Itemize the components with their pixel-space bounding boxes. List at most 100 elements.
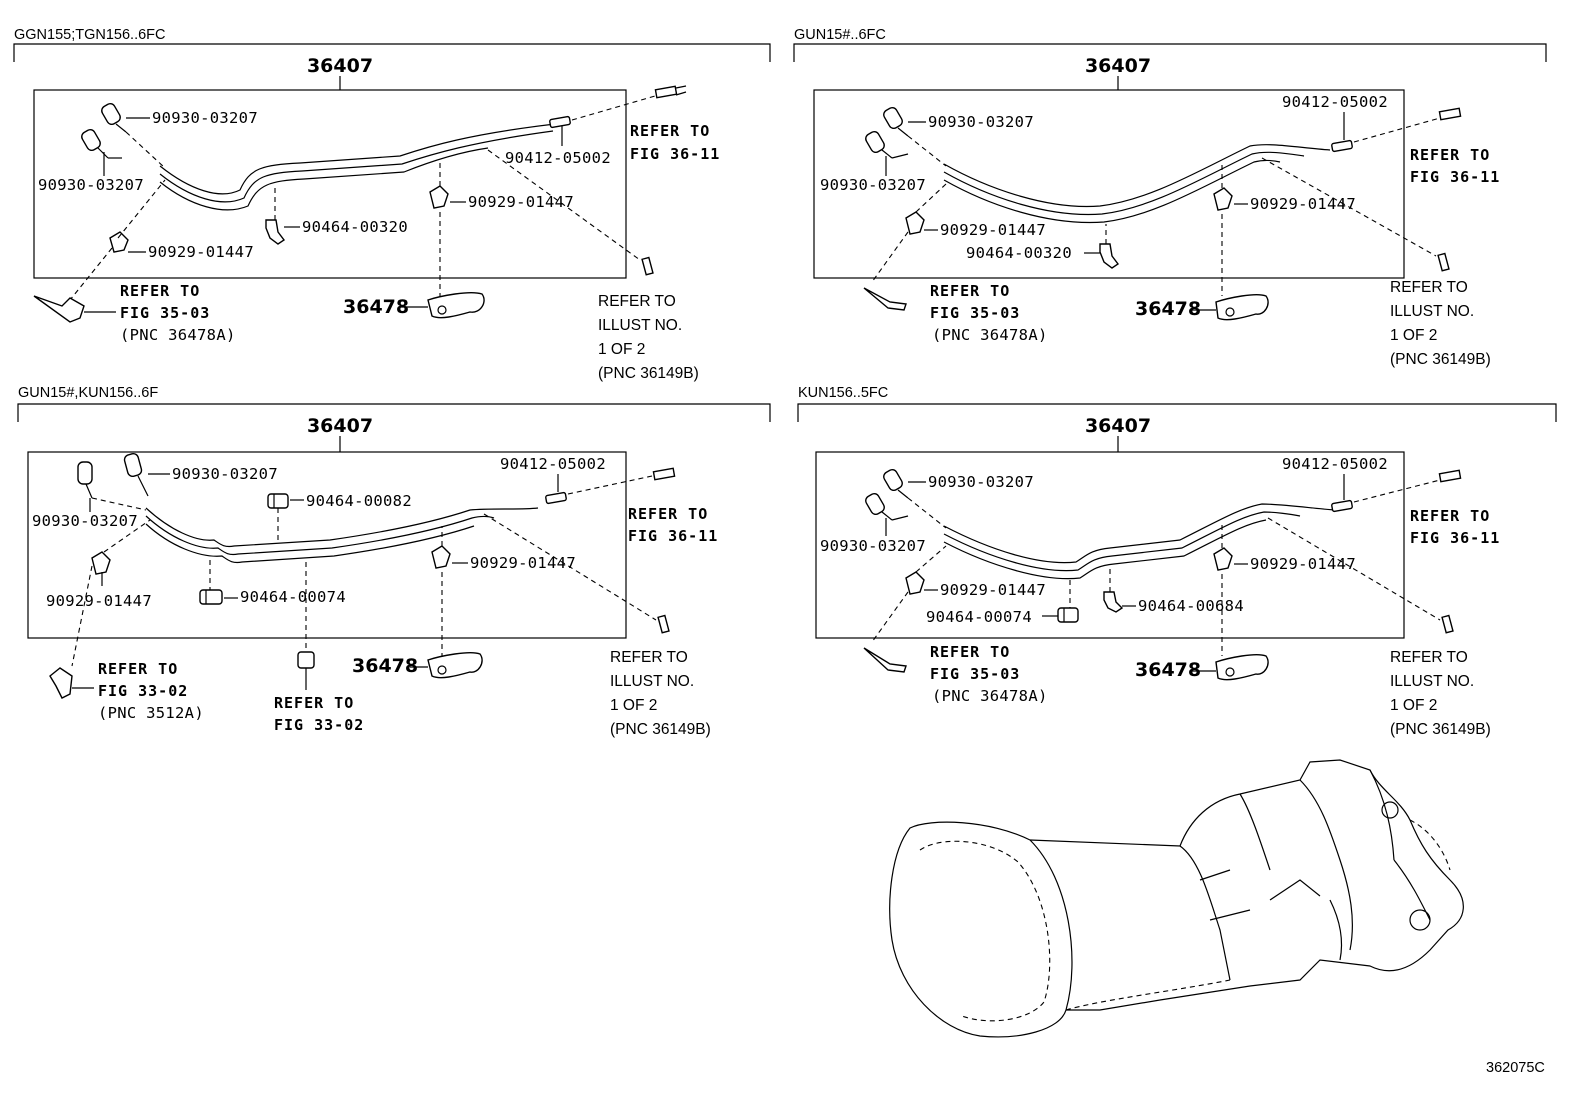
- bracket-icon: [49, 667, 73, 699]
- svg-text:FIG 35-03[interactable]: FIG 35-03: [120, 304, 210, 322]
- refer-fig[interactable]: REFER TO: [1410, 507, 1490, 525]
- part-label[interactable]: 90412-05002: [1282, 455, 1388, 473]
- part-label[interactable]: 90412-05002: [500, 455, 606, 473]
- svg-text:ILLUST NO.[interactable]: ILLUST NO.: [1390, 303, 1474, 320]
- refer-fig[interactable]: REFER TO: [1410, 146, 1490, 164]
- assembly-frame: [813, 89, 1405, 279]
- plug-icon: [1331, 499, 1353, 513]
- speed-sensor-icon: [865, 492, 909, 521]
- model-code: GUN15#,KUN156..6F: [18, 385, 158, 401]
- part-label[interactable]: 90929-01447: [468, 193, 574, 211]
- tube-end-icon: [1438, 469, 1462, 483]
- speed-sensor-icon: [865, 130, 909, 159]
- svg-text:(PNC 36149B): (PNC 36149B): [598, 365, 699, 382]
- protector-number: 36478: [1135, 659, 1201, 681]
- part-label[interactable]: 90412-05002: [1282, 93, 1388, 111]
- svg-text:FIG 33-02[interactable]: FIG 33-02: [98, 682, 188, 700]
- part-label[interactable]: 90930-03207: [172, 465, 278, 483]
- tube-end-icon: [657, 614, 670, 634]
- svg-text:(PNC 36478A): (PNC 36478A): [932, 326, 1048, 344]
- part-label[interactable]: 90464-00074: [926, 608, 1032, 626]
- protector-icon: [427, 291, 485, 319]
- refer-fig[interactable]: REFER TO: [98, 660, 178, 678]
- svg-text:ILLUST NO.[interactable]: ILLUST NO.: [598, 317, 682, 334]
- part-label[interactable]: 90929-01447: [46, 592, 152, 610]
- refer-fig[interactable]: REFER TO: [120, 282, 200, 300]
- refer-illust[interactable]: REFER TO: [598, 293, 676, 310]
- model-code: KUN156..5FC: [798, 385, 888, 401]
- svg-text:FIG 36-11[interactable]: FIG 36-11: [628, 527, 718, 545]
- part-label[interactable]: 90464-00074: [240, 588, 346, 606]
- plug-icon: [549, 115, 571, 129]
- clamp-icon: [431, 545, 451, 569]
- part-label[interactable]: 90930-03207: [38, 176, 144, 194]
- transmission-illustration: [889, 759, 1464, 1038]
- part-label[interactable]: 90930-03207: [928, 473, 1034, 491]
- refer-illust[interactable]: REFER TO: [1390, 649, 1468, 666]
- part-label[interactable]: 90929-01447: [1250, 555, 1356, 573]
- grommet-icon: [297, 651, 315, 669]
- protector-number: 36478: [1135, 298, 1201, 320]
- svg-text:(PNC 36149B): (PNC 36149B): [1390, 721, 1491, 738]
- assembly-frame: [815, 451, 1405, 639]
- svg-text:FIG 36-11[interactable]: FIG 36-11: [630, 145, 720, 163]
- svg-text:FIG 33-02[interactable]: FIG 33-02: [274, 716, 364, 734]
- svg-text:FIG 36-11[interactable]: FIG 36-11: [1410, 529, 1500, 547]
- panel-gun15-kun156-6f: GUN15#,KUN156..6F 36407 90930-03207 9093…: [17, 385, 771, 738]
- part-label[interactable]: 90464-00684: [1138, 597, 1244, 615]
- svg-text:ILLUST NO.[interactable]: ILLUST NO.: [610, 673, 694, 690]
- part-label[interactable]: 90929-01447: [148, 243, 254, 261]
- svg-text:FIG 35-03[interactable]: FIG 35-03: [930, 304, 1020, 322]
- clamp-icon: [905, 211, 925, 235]
- svg-text:FIG 36-11[interactable]: FIG 36-11: [1410, 168, 1500, 186]
- bracket-icon: [863, 287, 907, 311]
- tube-end-icon: [654, 85, 678, 99]
- bracket-icon: [863, 647, 907, 673]
- assembly-bracket: [793, 43, 1547, 62]
- brake-tube: [159, 123, 556, 211]
- refer-fig[interactable]: REFER TO: [628, 505, 708, 523]
- part-label[interactable]: 90930-03207: [928, 113, 1034, 131]
- speed-sensor-icon: [123, 452, 149, 497]
- part-label[interactable]: 90464-00082: [306, 492, 412, 510]
- part-label[interactable]: 90930-03207: [32, 512, 138, 530]
- grommet-icon: [1057, 607, 1079, 623]
- plug-icon: [1331, 139, 1353, 153]
- clamp-icon: [109, 231, 129, 253]
- part-label[interactable]: 90930-03207: [820, 176, 926, 194]
- refer-fig[interactable]: REFER TO: [930, 643, 1010, 661]
- part-label[interactable]: 90464-00320: [966, 244, 1072, 262]
- part-label[interactable]: 90464-00320: [302, 218, 408, 236]
- assembly-number: 36407: [307, 55, 373, 77]
- refer-illust[interactable]: REFER TO: [610, 649, 688, 666]
- clamp-icon: [91, 551, 111, 575]
- grommet-icon: [267, 493, 289, 509]
- refer-illust[interactable]: REFER TO: [1390, 279, 1468, 296]
- part-label[interactable]: 90412-05002: [505, 149, 611, 167]
- speed-sensor-icon: [883, 106, 909, 137]
- assembly-frame: [27, 451, 627, 639]
- assembly-number: 36407: [1085, 55, 1151, 77]
- svg-text:(PNC 36478A): (PNC 36478A): [120, 326, 236, 344]
- protector-number: 36478: [343, 296, 409, 318]
- tube-end-icon: [1437, 252, 1450, 272]
- part-label[interactable]: 90929-01447: [940, 221, 1046, 239]
- refer-fig[interactable]: REFER TO: [630, 122, 710, 140]
- svg-text:FIG 35-03[interactable]: FIG 35-03: [930, 665, 1020, 683]
- refer-fig[interactable]: REFER TO: [930, 282, 1010, 300]
- refer-fig[interactable]: REFER TO: [274, 694, 354, 712]
- assembly-bracket: [13, 43, 771, 62]
- speed-sensor-icon: [81, 128, 122, 159]
- part-label[interactable]: 90929-01447: [1250, 195, 1356, 213]
- part-label[interactable]: 90930-03207: [152, 109, 258, 127]
- part-label[interactable]: 90929-01447: [470, 554, 576, 572]
- plug-icon: [545, 491, 567, 505]
- part-label[interactable]: 90930-03207: [820, 537, 926, 555]
- assembly-number: 36407: [307, 415, 373, 437]
- svg-text:ILLUST NO.[interactable]: ILLUST NO.: [1390, 673, 1474, 690]
- assembly-number: 36407: [1085, 415, 1151, 437]
- clamp-icon: [905, 571, 925, 595]
- part-label[interactable]: 90929-01447: [940, 581, 1046, 599]
- svg-text:1 OF 2: 1 OF 2: [1390, 327, 1437, 344]
- assembly-bracket: [797, 403, 1557, 422]
